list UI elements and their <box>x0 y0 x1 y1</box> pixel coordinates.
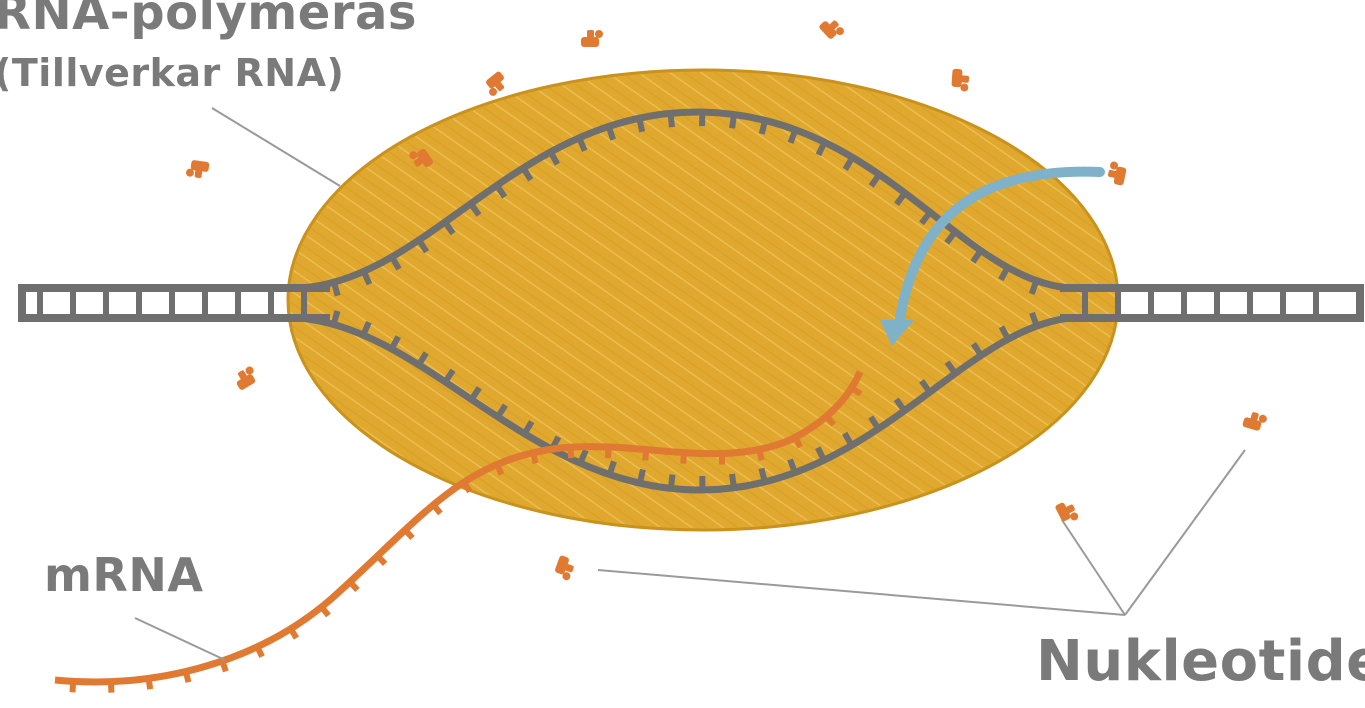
base-tick <box>350 582 357 590</box>
base-tick <box>149 678 150 689</box>
nucleotide-icon <box>1106 161 1127 186</box>
nucleotide-icon <box>185 159 209 179</box>
base-tick <box>732 477 733 488</box>
base-tick <box>533 453 535 464</box>
base-tick <box>186 671 189 682</box>
nucleotide-icon <box>1242 410 1268 432</box>
base-tick <box>364 271 369 281</box>
base-tick <box>405 530 412 538</box>
base-tick <box>571 447 572 458</box>
base-tick <box>497 464 501 474</box>
base-tick <box>762 471 765 482</box>
base-tick <box>610 464 614 474</box>
nucleotide-icon <box>951 69 969 92</box>
rna-polymerase-description: (Tillverkar RNA) <box>0 52 344 94</box>
base-tick <box>639 118 641 129</box>
nucleotide-icon <box>232 365 260 391</box>
base-tick <box>791 462 795 472</box>
base-tick <box>433 505 440 513</box>
dna-base-pairs-right <box>1085 288 1316 318</box>
base-tick <box>683 453 684 464</box>
nucleotides-label: Nukleotider <box>1036 630 1365 694</box>
base-tick <box>733 114 734 125</box>
base-tick <box>671 477 672 488</box>
base-tick <box>1033 316 1037 326</box>
nucleotide-icon <box>818 15 845 43</box>
base-tick <box>334 314 337 325</box>
nucleotide-icon <box>553 555 576 581</box>
base-tick <box>291 629 297 638</box>
base-tick <box>671 113 672 124</box>
base-tick <box>645 450 646 461</box>
rna-polymerase-label: RNA-polymeras <box>0 0 417 40</box>
base-tick <box>257 647 262 657</box>
base-tick <box>762 120 765 131</box>
dna-double-strand-left <box>22 284 330 322</box>
base-tick <box>759 449 761 460</box>
base-tick <box>1033 281 1037 291</box>
base-tick <box>73 681 74 692</box>
base-tick <box>334 282 337 293</box>
base-tick <box>580 453 584 463</box>
base-tick <box>579 138 583 148</box>
base-tick <box>378 556 386 564</box>
dna-base-pairs-left <box>40 288 304 318</box>
base-tick <box>322 607 329 616</box>
base-tick <box>792 130 796 140</box>
base-tick <box>640 472 642 483</box>
base-tick <box>222 661 226 671</box>
base-tick <box>609 126 612 136</box>
nucleotide-icon <box>1054 499 1079 526</box>
nucleotide-icon <box>482 70 510 97</box>
base-tick <box>363 325 367 335</box>
mrna-label: mRNA <box>44 548 203 602</box>
nucleotide-icon <box>581 30 603 47</box>
enzyme-texture <box>290 72 1116 528</box>
